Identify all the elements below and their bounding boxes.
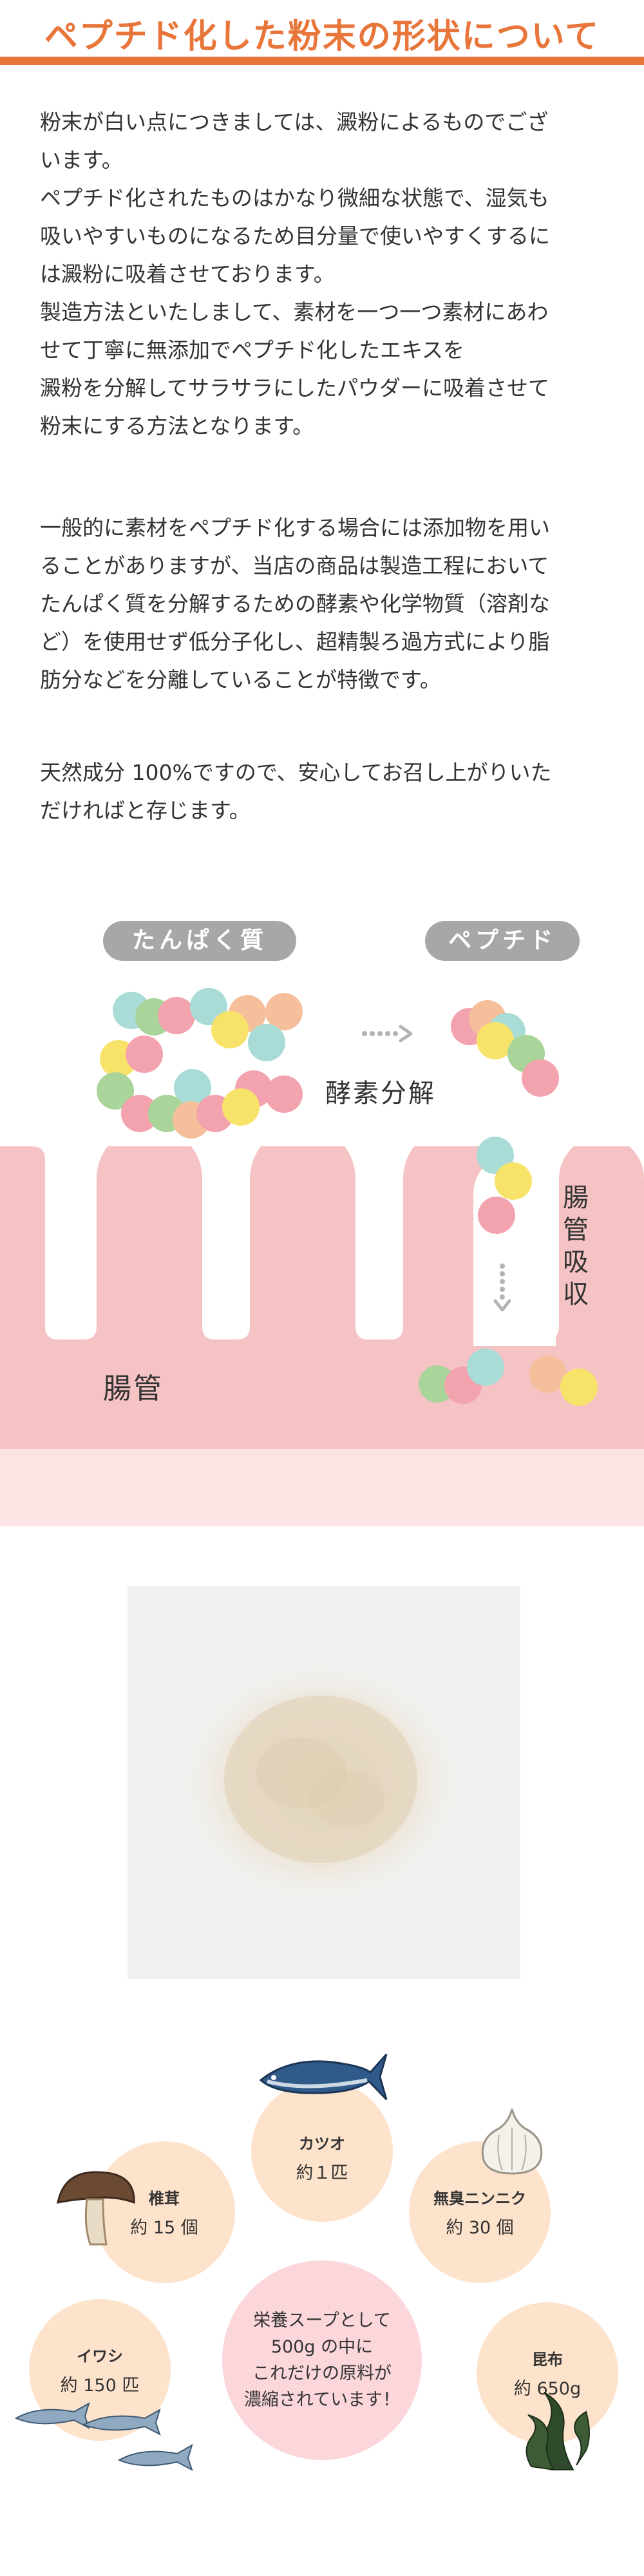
text-line: 天然成分 100%ですので、安心してお召し上がりいた <box>40 760 552 785</box>
molecule <box>211 1011 249 1048</box>
ingredient-name: イワシ <box>77 2347 123 2365</box>
arrow-down-icon <box>493 1264 511 1312</box>
ingredient-name: カツオ <box>299 2135 345 2153</box>
text-line: 一般的に素材をペプチド化する場合には添加物を用い <box>40 515 550 540</box>
ingredient-name: 椎茸 <box>149 2190 180 2208</box>
absorption-label: 腸 管 吸 収 <box>563 1183 589 1309</box>
page-title: ペプチド化した粉末の形状について <box>44 17 600 56</box>
paragraph-3: 天然成分 100%ですので、安心してお召し上がりいた だければと存じます。 <box>40 753 607 829</box>
garlic-icon <box>481 2108 543 2175</box>
peptide-pill: ペプチド <box>425 921 580 961</box>
molecule <box>495 1162 532 1200</box>
text-line: います。 <box>40 147 123 173</box>
molecule <box>522 1059 559 1097</box>
powder-image <box>182 1663 459 1902</box>
molecule <box>126 1036 163 1073</box>
bonito-icon <box>259 2054 388 2101</box>
ingredient-amount: 約 15 個 <box>130 2218 198 2238</box>
molecule <box>560 1368 598 1406</box>
shiitake-icon <box>57 2171 135 2246</box>
ingredient-shiitake: 椎茸 約 15 個 <box>93 2141 235 2283</box>
text-line: 粉末にする方法となります。 <box>40 413 314 439</box>
ingredient-name: 無臭ニンニク <box>433 2190 526 2208</box>
molecule <box>158 997 195 1034</box>
paragraph-2: 一般的に素材をペプチド化する場合には添加物を用い ることがありますが、当店の商品… <box>40 509 607 699</box>
ingredient-amount: 約１匹 <box>296 2163 348 2183</box>
molecule <box>478 1197 515 1234</box>
kelp-icon <box>526 2392 590 2471</box>
text-line: 吸いやすいものになるため目分量で使いやすくするに <box>40 223 550 249</box>
summary-text: 栄養スープとして 500g の中に これだけの原料が 濃縮されています！ <box>243 2311 401 2410</box>
text-line: ペプチド化されたものはかなり微細な状態で、湿気も <box>40 185 549 211</box>
paragraph-1: 粉末が白い点につきましては、澱粉によるものでござ います。 ペプチド化されたもの… <box>40 103 607 445</box>
text-line: は澱粉に吸着させております。 <box>40 261 335 287</box>
text-line: せて丁寧に無添加でペプチド化したエキスを <box>40 337 465 363</box>
enzyme-label: 酵素分解 <box>325 1079 436 1108</box>
arrow-right-icon <box>362 1025 413 1043</box>
sardine-icon <box>14 2401 193 2472</box>
summary-circle: 栄養スープとして 500g の中に これだけの原料が 濃縮されています！ <box>222 2260 422 2460</box>
text-line: だければと存じます。 <box>40 798 251 823</box>
text-line: ることがありますが、当店の商品は製造工程において <box>40 553 549 578</box>
ingredient-amount: 約 30 個 <box>446 2218 514 2238</box>
ingredient-kelp: 昆布 約 650g <box>477 2302 618 2444</box>
text-line: 製造方法といたしまして、素材を一つ一つ素材にあわ <box>40 299 549 325</box>
peptide-cluster <box>444 995 573 1111</box>
molecule <box>265 1075 303 1113</box>
ingredient-bonito: カツオ 約１匹 <box>251 2080 393 2222</box>
powder-photo <box>128 1586 520 1979</box>
text-line: 粉末が白い点につきましては、澱粉によるものでござ <box>40 109 549 135</box>
molecule <box>467 1349 504 1386</box>
molecule <box>222 1088 260 1126</box>
text-line: たんぱく質を分解するための酵素や化学物質（溶剤な <box>40 591 550 616</box>
molecule <box>248 1024 285 1061</box>
ingredient-amount: 約 150 匹 <box>60 2376 140 2396</box>
header-divider <box>0 57 644 65</box>
text-line: ど）を使用せず低分子化し、超精製ろ過方式により脂 <box>40 629 550 654</box>
ingredient-name: 昆布 <box>532 2351 563 2369</box>
protein-cluster <box>97 979 316 1146</box>
intestine-label: 腸管 <box>103 1372 164 1405</box>
text-line: 肪分などを分離していることが特徴です。 <box>40 667 441 692</box>
protein-pill: たんぱく質 <box>103 921 296 961</box>
text-line: 澱粉を分解してサラサラにしたパウダーに吸着させて <box>40 375 550 401</box>
